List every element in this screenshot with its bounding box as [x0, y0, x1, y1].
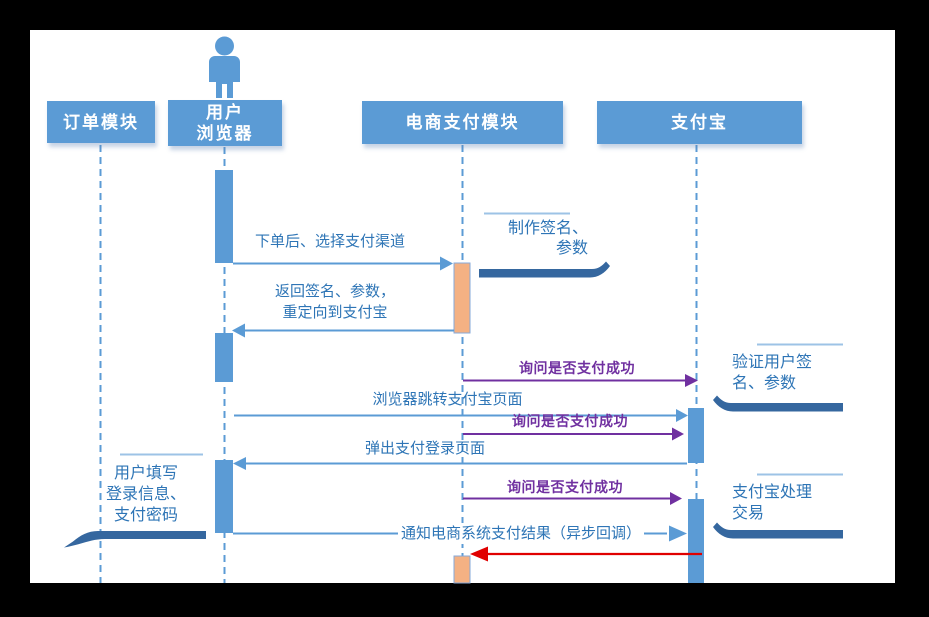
note-alipay-process: 支付宝处理 交易 — [732, 484, 813, 522]
activation-bar-ecommerce-1 — [453, 262, 471, 334]
message-label-return-signature: 返回签名、参数， 重定向到支付宝 — [274, 283, 395, 321]
actor-box-alipay: 支付宝 — [597, 101, 802, 144]
activation-bar-ecommerce-2 — [453, 555, 471, 584]
note-swoosh-make-signature — [479, 261, 610, 278]
message-label-ask-success-2: 询问是否支付成功 — [512, 413, 628, 429]
activation-bar-browser-1 — [215, 170, 233, 263]
actor-label-alipay: 支付宝 — [671, 113, 728, 132]
activation-bar-alipay-2 — [688, 499, 704, 583]
message-label-place-order: 下单后、选择支付渠道 — [254, 233, 405, 250]
note-swoosh-user-fill — [64, 531, 206, 548]
actor-box-ecommerce-module: 电商支付模块 — [362, 101, 563, 144]
note-make-signature: 制作签名、 参数 — [507, 220, 588, 257]
arrow-ask-success-1 — [463, 374, 698, 387]
arrow-browser-redirect — [234, 409, 688, 422]
arrow-ask-success-3 — [463, 492, 682, 505]
note-user-fill: 用户填写 登录信息、 支付密码 — [105, 465, 186, 524]
arrow-ask-success-2 — [463, 427, 684, 441]
note-swoosh-alipay-process — [713, 522, 843, 539]
actor-label-ecommerce-module: 电商支付模块 — [405, 113, 520, 132]
message-label-browser-redirect: 浏览器跳转支付宝页面 — [372, 391, 523, 408]
arrow-async-callback-red — [470, 546, 702, 562]
arrow-place-order — [233, 256, 453, 271]
activation-bar-alipay-1 — [688, 408, 704, 463]
note-verify-signature: 验证用户签 名、参数 — [732, 354, 813, 392]
activation-bar-browser-3 — [215, 460, 233, 533]
arrow-popup-login — [233, 457, 687, 470]
actor-box-user-browser: 用户 浏览器 — [168, 100, 282, 146]
activation-bar-browser-2 — [215, 333, 233, 382]
user-actor-icon — [209, 36, 240, 98]
message-label-popup-login: 弹出支付登录页面 — [364, 440, 485, 457]
note-swoosh-verify-signature — [713, 395, 843, 412]
actor-label-order-module: 订单模块 — [63, 112, 139, 132]
arrow-return-signature — [232, 323, 454, 338]
message-label-ask-success-3: 询问是否支付成功 — [507, 479, 623, 495]
message-label-ask-success-1: 询问是否支付成功 — [519, 360, 635, 376]
message-label-notify-result: 通知电商系统支付结果（异步回调） — [398, 523, 645, 544]
actor-label-user-browser: 用户 浏览器 — [196, 103, 254, 143]
actor-box-order-module: 订单模块 — [47, 101, 155, 143]
